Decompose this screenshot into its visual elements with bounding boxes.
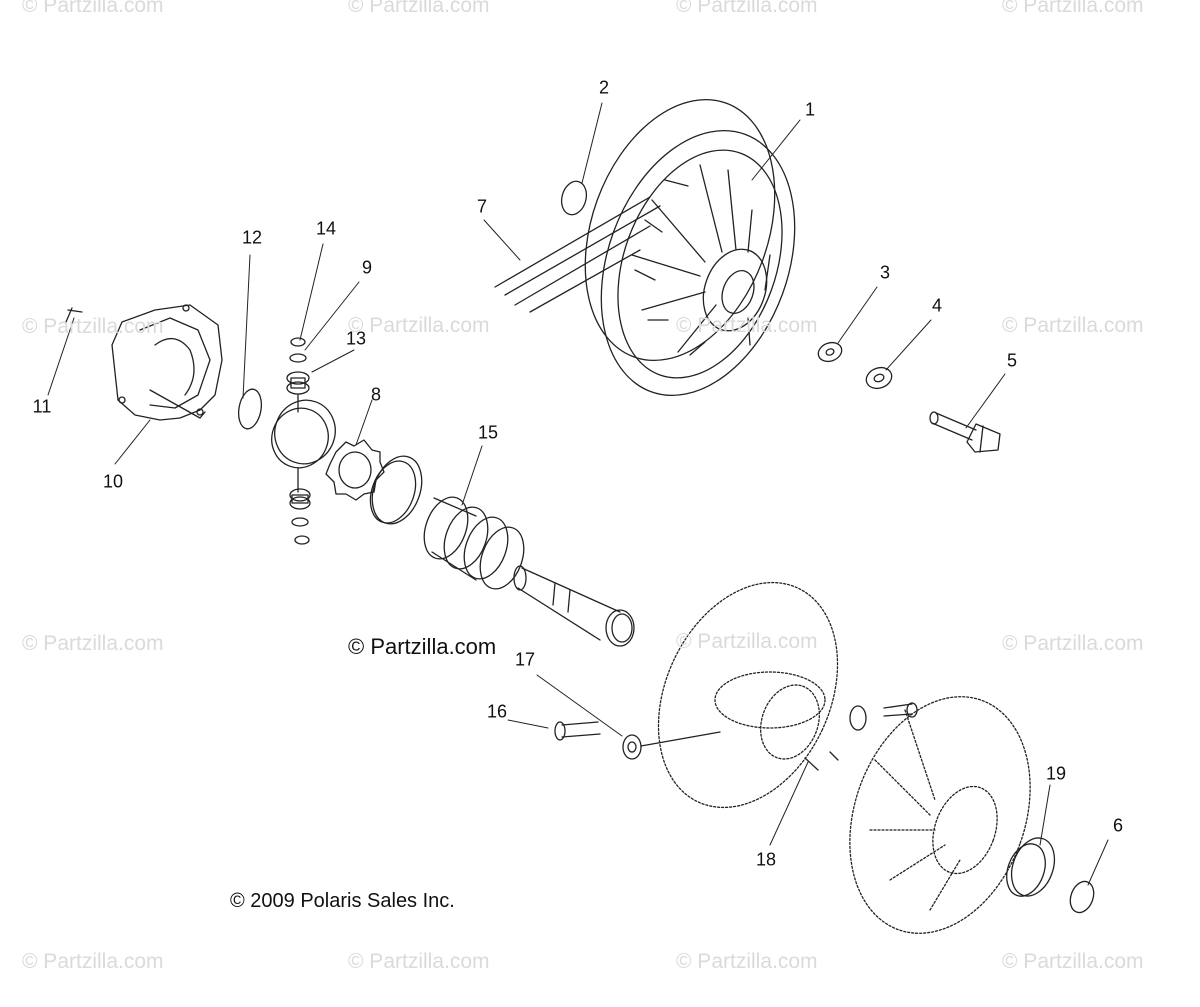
callout-7: 7 — [476, 196, 488, 217]
callout-2: 2 — [598, 77, 610, 98]
callout-9: 9 — [361, 257, 373, 278]
callout-18: 18 — [755, 849, 777, 870]
watermark: © Partzilla.com — [676, 314, 818, 337]
callout-3: 3 — [879, 262, 891, 283]
callout-17: 17 — [514, 649, 536, 670]
shaft-part — [513, 565, 635, 647]
callout-11: 11 — [32, 396, 52, 417]
callout-10: 10 — [102, 471, 124, 492]
star-washer-part — [325, 439, 385, 501]
watermark: © Partzilla.com — [1002, 950, 1144, 973]
callout-5: 5 — [1006, 350, 1018, 371]
watermark: © Partzilla.com — [676, 630, 818, 653]
watermark: © Partzilla.com — [1002, 632, 1144, 655]
spring-part — [423, 496, 525, 590]
leader-lines — [47, 102, 1109, 886]
watermark: © Partzilla.com — [676, 0, 818, 17]
callout-16: 16 — [486, 701, 508, 722]
callout-6: 6 — [1112, 815, 1124, 836]
callout-14: 14 — [315, 218, 337, 239]
watermark: © Partzilla.com — [22, 632, 164, 655]
watermark: © Partzilla.com — [22, 315, 164, 338]
snap-ring-part — [237, 388, 263, 430]
stationary-sheave-part — [849, 696, 1031, 934]
watermark: © Partzilla.com — [348, 314, 490, 337]
pin-roller-parts — [554, 702, 918, 771]
watermark: © Partzilla.com — [348, 0, 490, 17]
watermark: © Partzilla.com — [1002, 0, 1144, 17]
washer-parts — [817, 341, 893, 390]
clutch-assembly-part — [584, 98, 796, 397]
bolt-part — [929, 411, 1001, 453]
helix-cover-part — [65, 304, 223, 421]
callout-19: 19 — [1045, 763, 1067, 784]
ring-part — [560, 180, 588, 216]
callout-1: 1 — [804, 99, 816, 120]
callout-12: 12 — [241, 227, 263, 248]
drive-belt-part — [494, 196, 661, 313]
watermark: © Partzilla.com — [348, 950, 490, 973]
callout-13: 13 — [345, 328, 367, 349]
watermark: © Partzilla.com — [676, 950, 818, 973]
spider-roller-parts — [271, 337, 336, 545]
copyright-caption: © 2009 Polaris Sales Inc. — [230, 890, 455, 912]
watermark: © Partzilla.com — [1002, 314, 1144, 337]
bearing-ring-parts — [1006, 837, 1095, 914]
callout-8: 8 — [370, 384, 382, 405]
callout-4: 4 — [931, 295, 943, 316]
watermark: © Partzilla.com — [22, 950, 164, 973]
moveable-sheave-part — [657, 581, 839, 809]
partzilla-watermark: © Partzilla.com — [348, 634, 497, 659]
plate-part — [369, 455, 423, 525]
watermark: © Partzilla.com — [22, 0, 164, 17]
callout-15: 15 — [477, 422, 499, 443]
